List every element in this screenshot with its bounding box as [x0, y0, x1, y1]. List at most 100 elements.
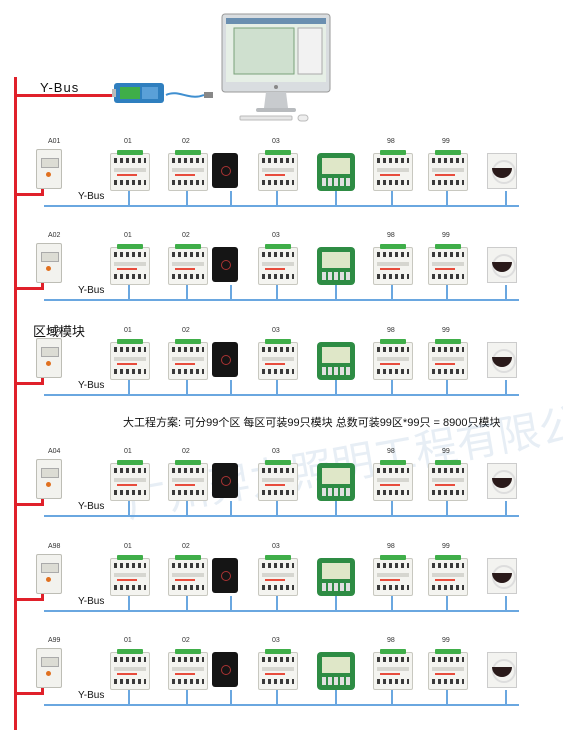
row-bus-branch	[14, 598, 44, 601]
device-number-label: 99	[442, 543, 450, 550]
device-drop-line	[230, 690, 232, 704]
device-drop-line	[230, 596, 232, 610]
device-drop-line	[128, 191, 130, 205]
relay-module-icon	[428, 555, 468, 596]
relay-module-icon	[373, 460, 413, 501]
device-number-label: 02	[182, 138, 190, 145]
relay-module-icon	[110, 244, 150, 285]
dimmer-dial-icon	[487, 652, 517, 688]
device-drop-line	[446, 501, 448, 515]
area-id-label: A04	[48, 448, 61, 455]
device-drop-line	[230, 380, 232, 394]
area-module-icon	[36, 338, 62, 378]
relay-module-icon	[428, 339, 468, 380]
device-drop-line	[276, 501, 278, 515]
row-bus-label: Y-Bus	[78, 690, 105, 701]
row-device-bus	[44, 299, 519, 301]
device-drop-line	[446, 380, 448, 394]
device-drop-line	[335, 380, 337, 394]
row-bus-label: Y-Bus	[78, 285, 105, 296]
relay-module-icon	[373, 555, 413, 596]
lcd-panel-icon	[317, 153, 355, 191]
dimmer-dial-icon	[487, 558, 517, 594]
relay-module-icon	[168, 555, 208, 596]
device-drop-line	[276, 690, 278, 704]
bus-converter-icon	[112, 79, 166, 107]
device-drop-line	[230, 191, 232, 205]
relay-module-icon	[373, 150, 413, 191]
row-bus-label: Y-Bus	[78, 596, 105, 607]
device-drop-line	[446, 285, 448, 299]
device-number-label: 02	[182, 327, 190, 334]
relay-module-icon	[258, 339, 298, 380]
relay-module-icon	[428, 460, 468, 501]
device-drop-line	[391, 380, 393, 394]
row-bus-branch	[14, 382, 44, 385]
relay-module-icon	[373, 339, 413, 380]
device-number-label: 99	[442, 232, 450, 239]
device-drop-line	[505, 285, 507, 299]
zone-module-label: 区域模块	[33, 324, 86, 339]
relay-module-icon	[168, 339, 208, 380]
device-drop-line	[186, 380, 188, 394]
device-drop-line	[276, 285, 278, 299]
device-drop-line	[335, 501, 337, 515]
device-number-label: 01	[124, 138, 132, 145]
device-number-label: 98	[387, 232, 395, 239]
device-drop-line	[335, 690, 337, 704]
device-drop-line	[128, 380, 130, 394]
device-drop-line	[391, 501, 393, 515]
dimmer-dial-icon	[487, 153, 517, 189]
row-device-bus	[44, 704, 519, 706]
main-bus-line	[14, 77, 17, 730]
device-number-label: 01	[124, 448, 132, 455]
area-id-label: A98	[48, 543, 61, 550]
touch-panel-icon	[212, 558, 238, 593]
device-drop-line	[446, 690, 448, 704]
device-drop-line	[335, 285, 337, 299]
device-number-label: 03	[272, 327, 280, 334]
device-drop-line	[505, 501, 507, 515]
area-id-label: A03	[48, 327, 61, 334]
relay-module-icon	[428, 150, 468, 191]
device-drop-line	[186, 501, 188, 515]
device-drop-line	[391, 596, 393, 610]
relay-module-icon	[110, 150, 150, 191]
relay-module-icon	[168, 460, 208, 501]
row-bus-label: Y-Bus	[78, 191, 105, 202]
area-module-icon	[36, 243, 62, 283]
dimmer-dial-icon	[487, 342, 517, 378]
computer-monitor-icon	[220, 12, 332, 122]
device-drop-line	[186, 690, 188, 704]
top-bus-label: Y-Bus	[40, 80, 80, 95]
touch-panel-icon	[212, 463, 238, 498]
device-number-label: 98	[387, 448, 395, 455]
lcd-panel-icon	[317, 558, 355, 596]
row-bus-branch	[14, 287, 44, 290]
relay-module-icon	[168, 244, 208, 285]
device-number-label: 02	[182, 232, 190, 239]
relay-module-icon	[110, 460, 150, 501]
device-number-label: 98	[387, 543, 395, 550]
row-bus-branch	[14, 503, 44, 506]
device-number-label: 01	[124, 637, 132, 644]
relay-module-icon	[373, 649, 413, 690]
lcd-panel-icon	[317, 342, 355, 380]
lcd-panel-icon	[317, 247, 355, 285]
relay-module-icon	[168, 649, 208, 690]
device-drop-line	[391, 690, 393, 704]
device-number-label: 03	[272, 138, 280, 145]
project-note: 大工程方案: 可分99个区 每区可装99只模块 总数可装99区*99只 = 89…	[123, 417, 501, 429]
device-number-label: 02	[182, 543, 190, 550]
touch-panel-icon	[212, 342, 238, 377]
device-drop-line	[335, 191, 337, 205]
device-number-label: 01	[124, 327, 132, 334]
device-drop-line	[391, 285, 393, 299]
lcd-panel-icon	[317, 463, 355, 501]
dimmer-dial-icon	[487, 247, 517, 283]
device-drop-line	[505, 191, 507, 205]
device-number-label: 03	[272, 637, 280, 644]
row-device-bus	[44, 610, 519, 612]
device-drop-line	[335, 596, 337, 610]
device-drop-line	[128, 285, 130, 299]
